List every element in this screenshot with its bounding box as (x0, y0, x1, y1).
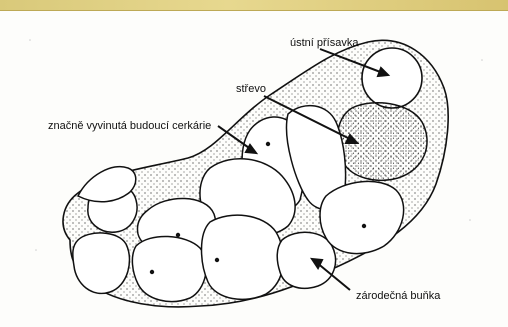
label-oral-sucker: ústní přísavka (290, 37, 359, 49)
label-gut: střevo (236, 83, 266, 95)
cercaria-9 (320, 181, 404, 253)
oral-sucker (362, 48, 422, 108)
cercaria-6 (73, 233, 130, 293)
cercaria-7 (132, 236, 206, 301)
cercaria-8 (202, 215, 284, 299)
label-developed-cercariae: značně vyvinutá budoucí cerkárie (48, 120, 211, 132)
label-germ-cell: zárodečná buňka (356, 290, 441, 302)
